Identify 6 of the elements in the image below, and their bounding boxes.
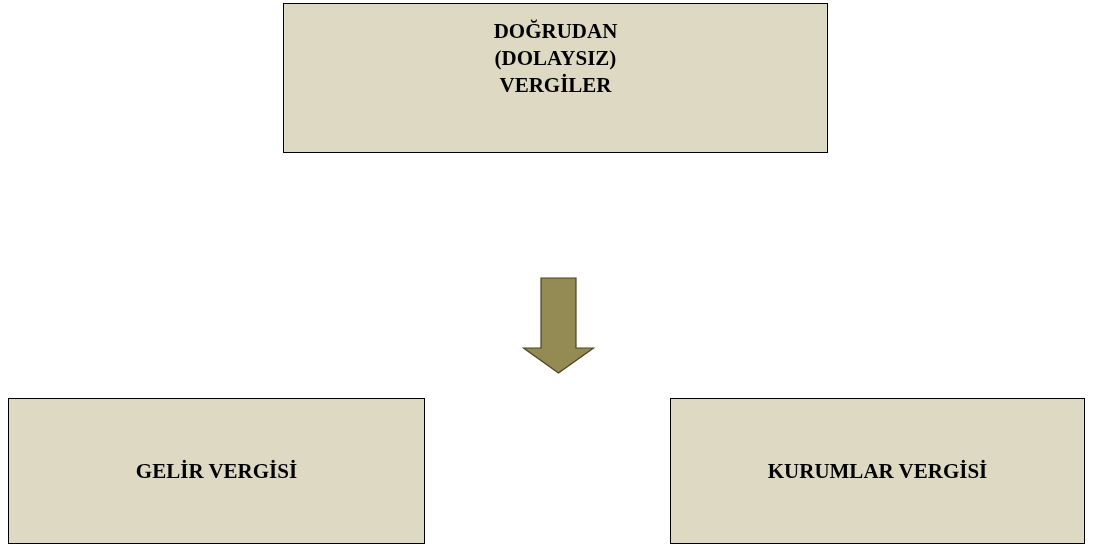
text-box <box>8 398 425 544</box>
text-box <box>670 398 1085 544</box>
box-label: KURUMLAR VERGİSİ <box>767 457 988 485</box>
box-label: DOĞRUDAN (DOLAYSIZ) VERGİLER <box>492 18 619 99</box>
text-box <box>283 3 828 153</box>
box-label: GELİR VERGİSİ <box>135 457 298 485</box>
